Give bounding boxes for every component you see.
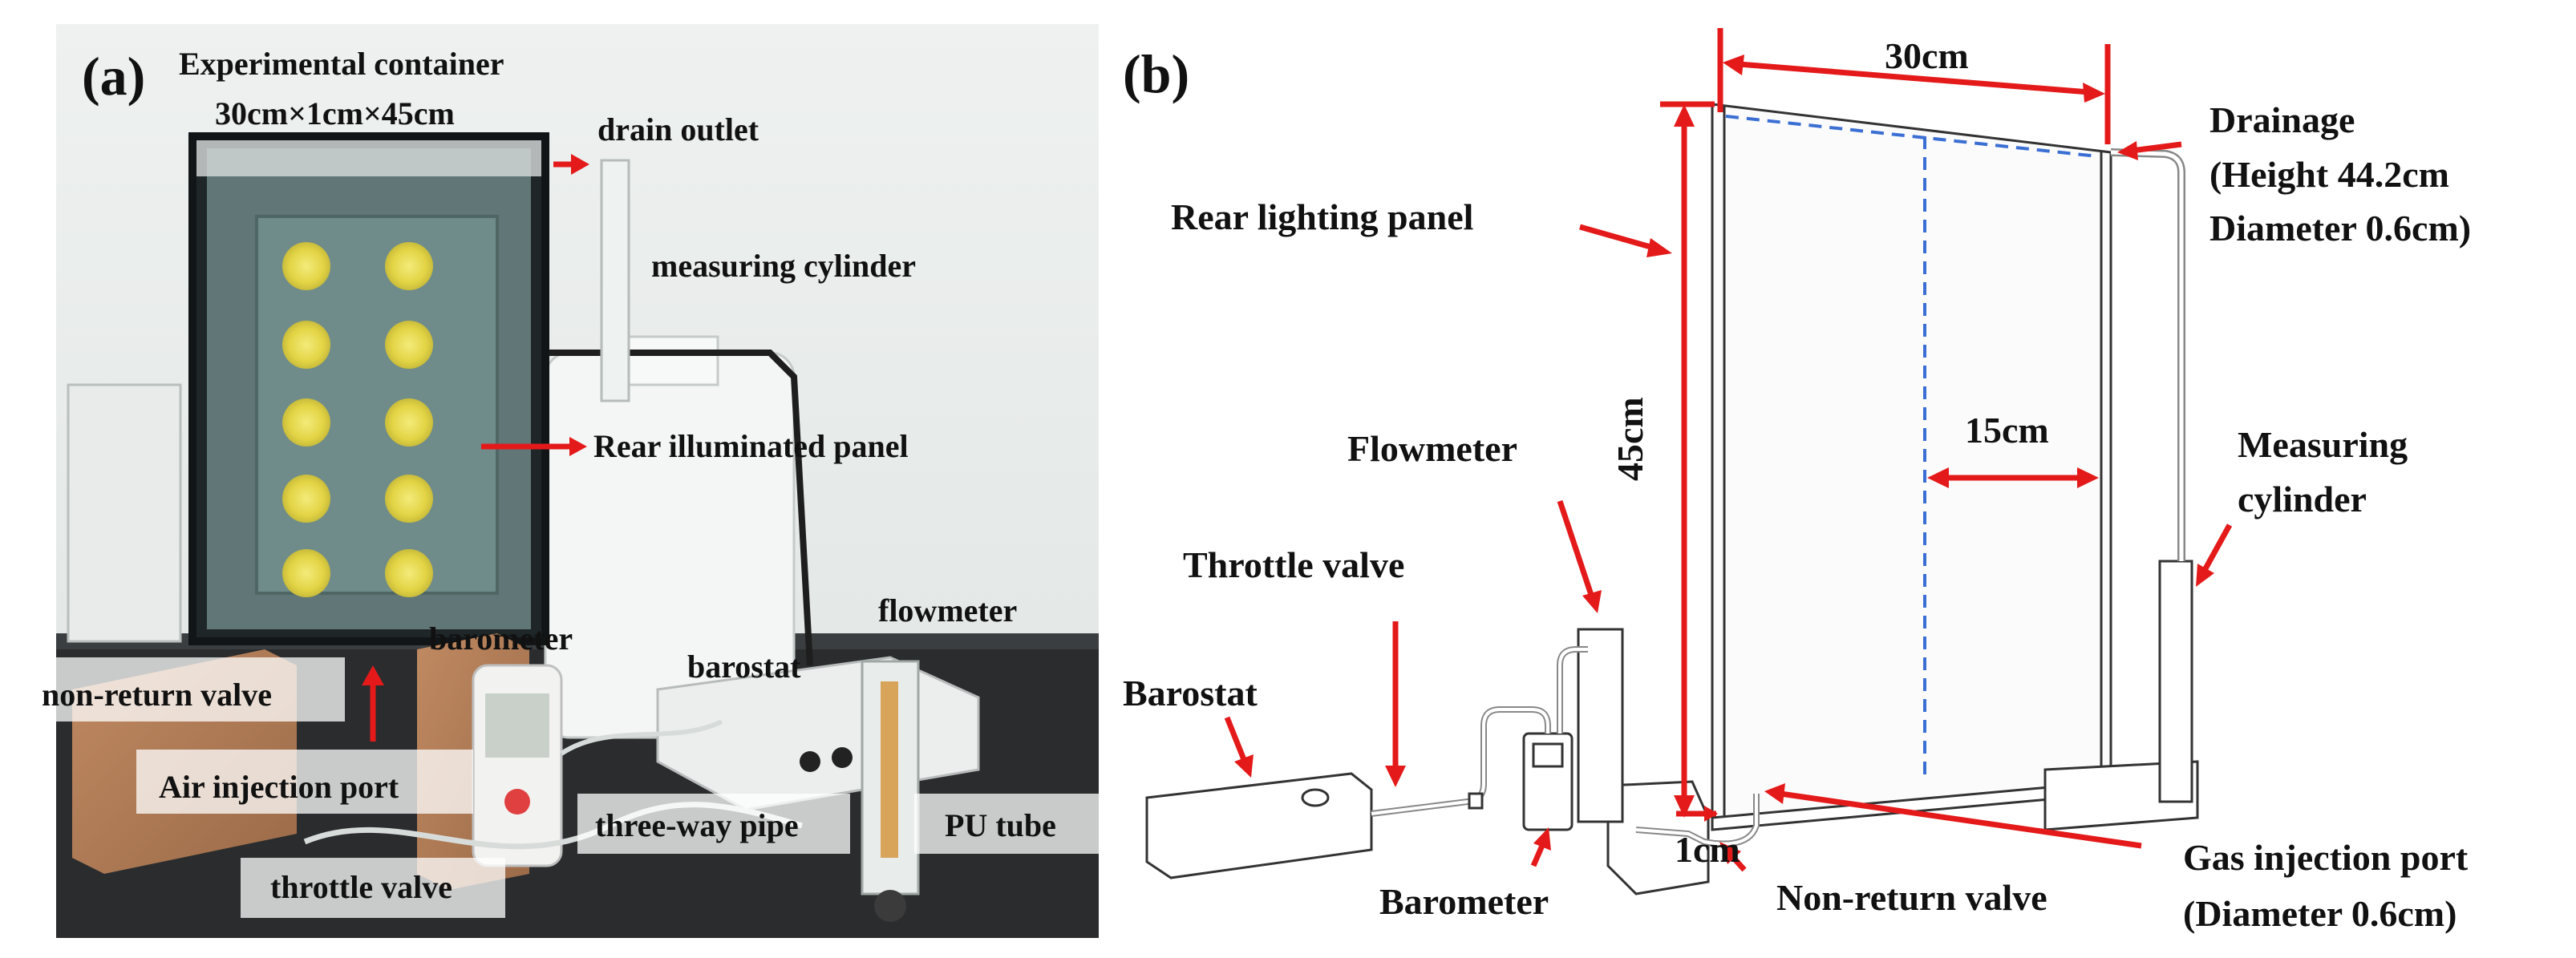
label-barostat: Barostat <box>1123 673 1258 713</box>
label-barometer: Barometer <box>1379 881 1549 922</box>
label-measuring-cylinder: measuring cylinder <box>651 248 916 284</box>
dimension-half-15 <box>1927 467 2099 488</box>
container-dims: 30cm×1cm×45cm <box>215 95 455 131</box>
panel-b-schematic: (b) 30cm 45cm 15cm 1cm Rear lighting pan… <box>1123 0 2576 958</box>
schematic-canvas: (b) 30cm 45cm 15cm 1cm Rear lighting pan… <box>1123 28 2471 934</box>
measuring-cylinder-photo <box>600 159 630 402</box>
led-array <box>282 242 433 597</box>
label-barometer: barometer <box>429 620 573 657</box>
panel-a-label: (a) <box>82 46 145 107</box>
label-air-injection-port: Air injection port <box>159 769 399 805</box>
label-15cm: 15cm <box>1965 410 2049 451</box>
label-45cm: 45cm <box>1610 397 1651 481</box>
dashed-guides <box>1725 115 2098 782</box>
label-drainage-diameter: Diameter 0.6cm) <box>2209 208 2471 249</box>
label-drainage-height: (Height 44.2cm <box>2209 154 2449 195</box>
label-30cm: 30cm <box>1885 35 1969 76</box>
label-three-way-pipe: three-way pipe <box>595 807 799 843</box>
label-throttle-valve: throttle valve <box>270 869 452 905</box>
label-rear-illuminated-panel: Rear illuminated panel <box>593 428 909 464</box>
dimension-height-45 <box>1674 104 1695 818</box>
beaker <box>67 383 182 643</box>
label-cylinder: cylinder <box>2238 479 2367 519</box>
dimension-depth-1 <box>1676 806 1718 822</box>
container-title: Experimental container <box>179 46 504 82</box>
photo-canvas: (a) Experimental container 30cm×1cm×45cm… <box>24 24 1111 938</box>
label-gas-injection-diameter: (Diameter 0.6cm) <box>2183 893 2457 934</box>
flowmeter-schematic <box>1577 628 1624 823</box>
label-1cm: 1cm <box>1675 829 1740 870</box>
label-non-return-valve: non-return valve <box>42 677 272 713</box>
panel-b-label: (b) <box>1123 43 1189 104</box>
label-drain-outlet: drain outlet <box>597 111 759 148</box>
label-drainage: Drainage <box>2209 99 2355 140</box>
label-non-return-valve: Non-return valve <box>1776 877 2047 918</box>
label-gas-injection-port: Gas injection port <box>2183 837 2469 878</box>
label-measuring: Measuring <box>2238 424 2408 465</box>
black-frame <box>537 350 813 666</box>
label-flowmeter: flowmeter <box>878 592 1017 629</box>
label-barostat: barostat <box>687 649 801 685</box>
container-schematic <box>1711 103 2112 819</box>
throttle-valve-schematic <box>1468 792 1484 810</box>
label-rear-lighting-panel: Rear lighting panel <box>1171 196 1473 237</box>
drainage-pipe <box>2110 148 2185 561</box>
label-throttle-valve: Throttle valve <box>1183 544 1404 585</box>
label-pu-tube: PU tube <box>945 807 1056 843</box>
dimension-width-30 <box>1660 28 2111 144</box>
panel-a-photo: (a) Experimental container 30cm×1cm×45cm… <box>0 0 1123 958</box>
pointer-arrows <box>1224 141 2233 872</box>
label-flowmeter: Flowmeter <box>1347 428 1517 469</box>
measuring-cylinder-schematic <box>2158 560 2193 803</box>
barostat-schematic <box>1145 772 1373 879</box>
